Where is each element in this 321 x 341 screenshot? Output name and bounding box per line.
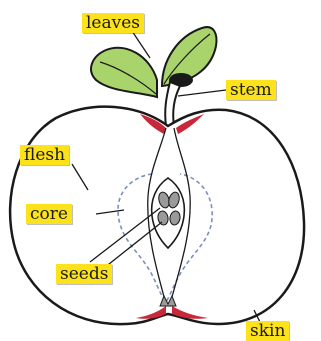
left-leaf [91,48,157,97]
label-flesh: flesh [20,145,69,165]
stem-leader [178,90,226,96]
label-stem: stem [226,80,276,100]
label-seeds: seeds [56,264,112,284]
label-skin: skin [246,321,289,341]
label-core: core [26,204,72,224]
label-leaves: leaves [82,13,144,33]
